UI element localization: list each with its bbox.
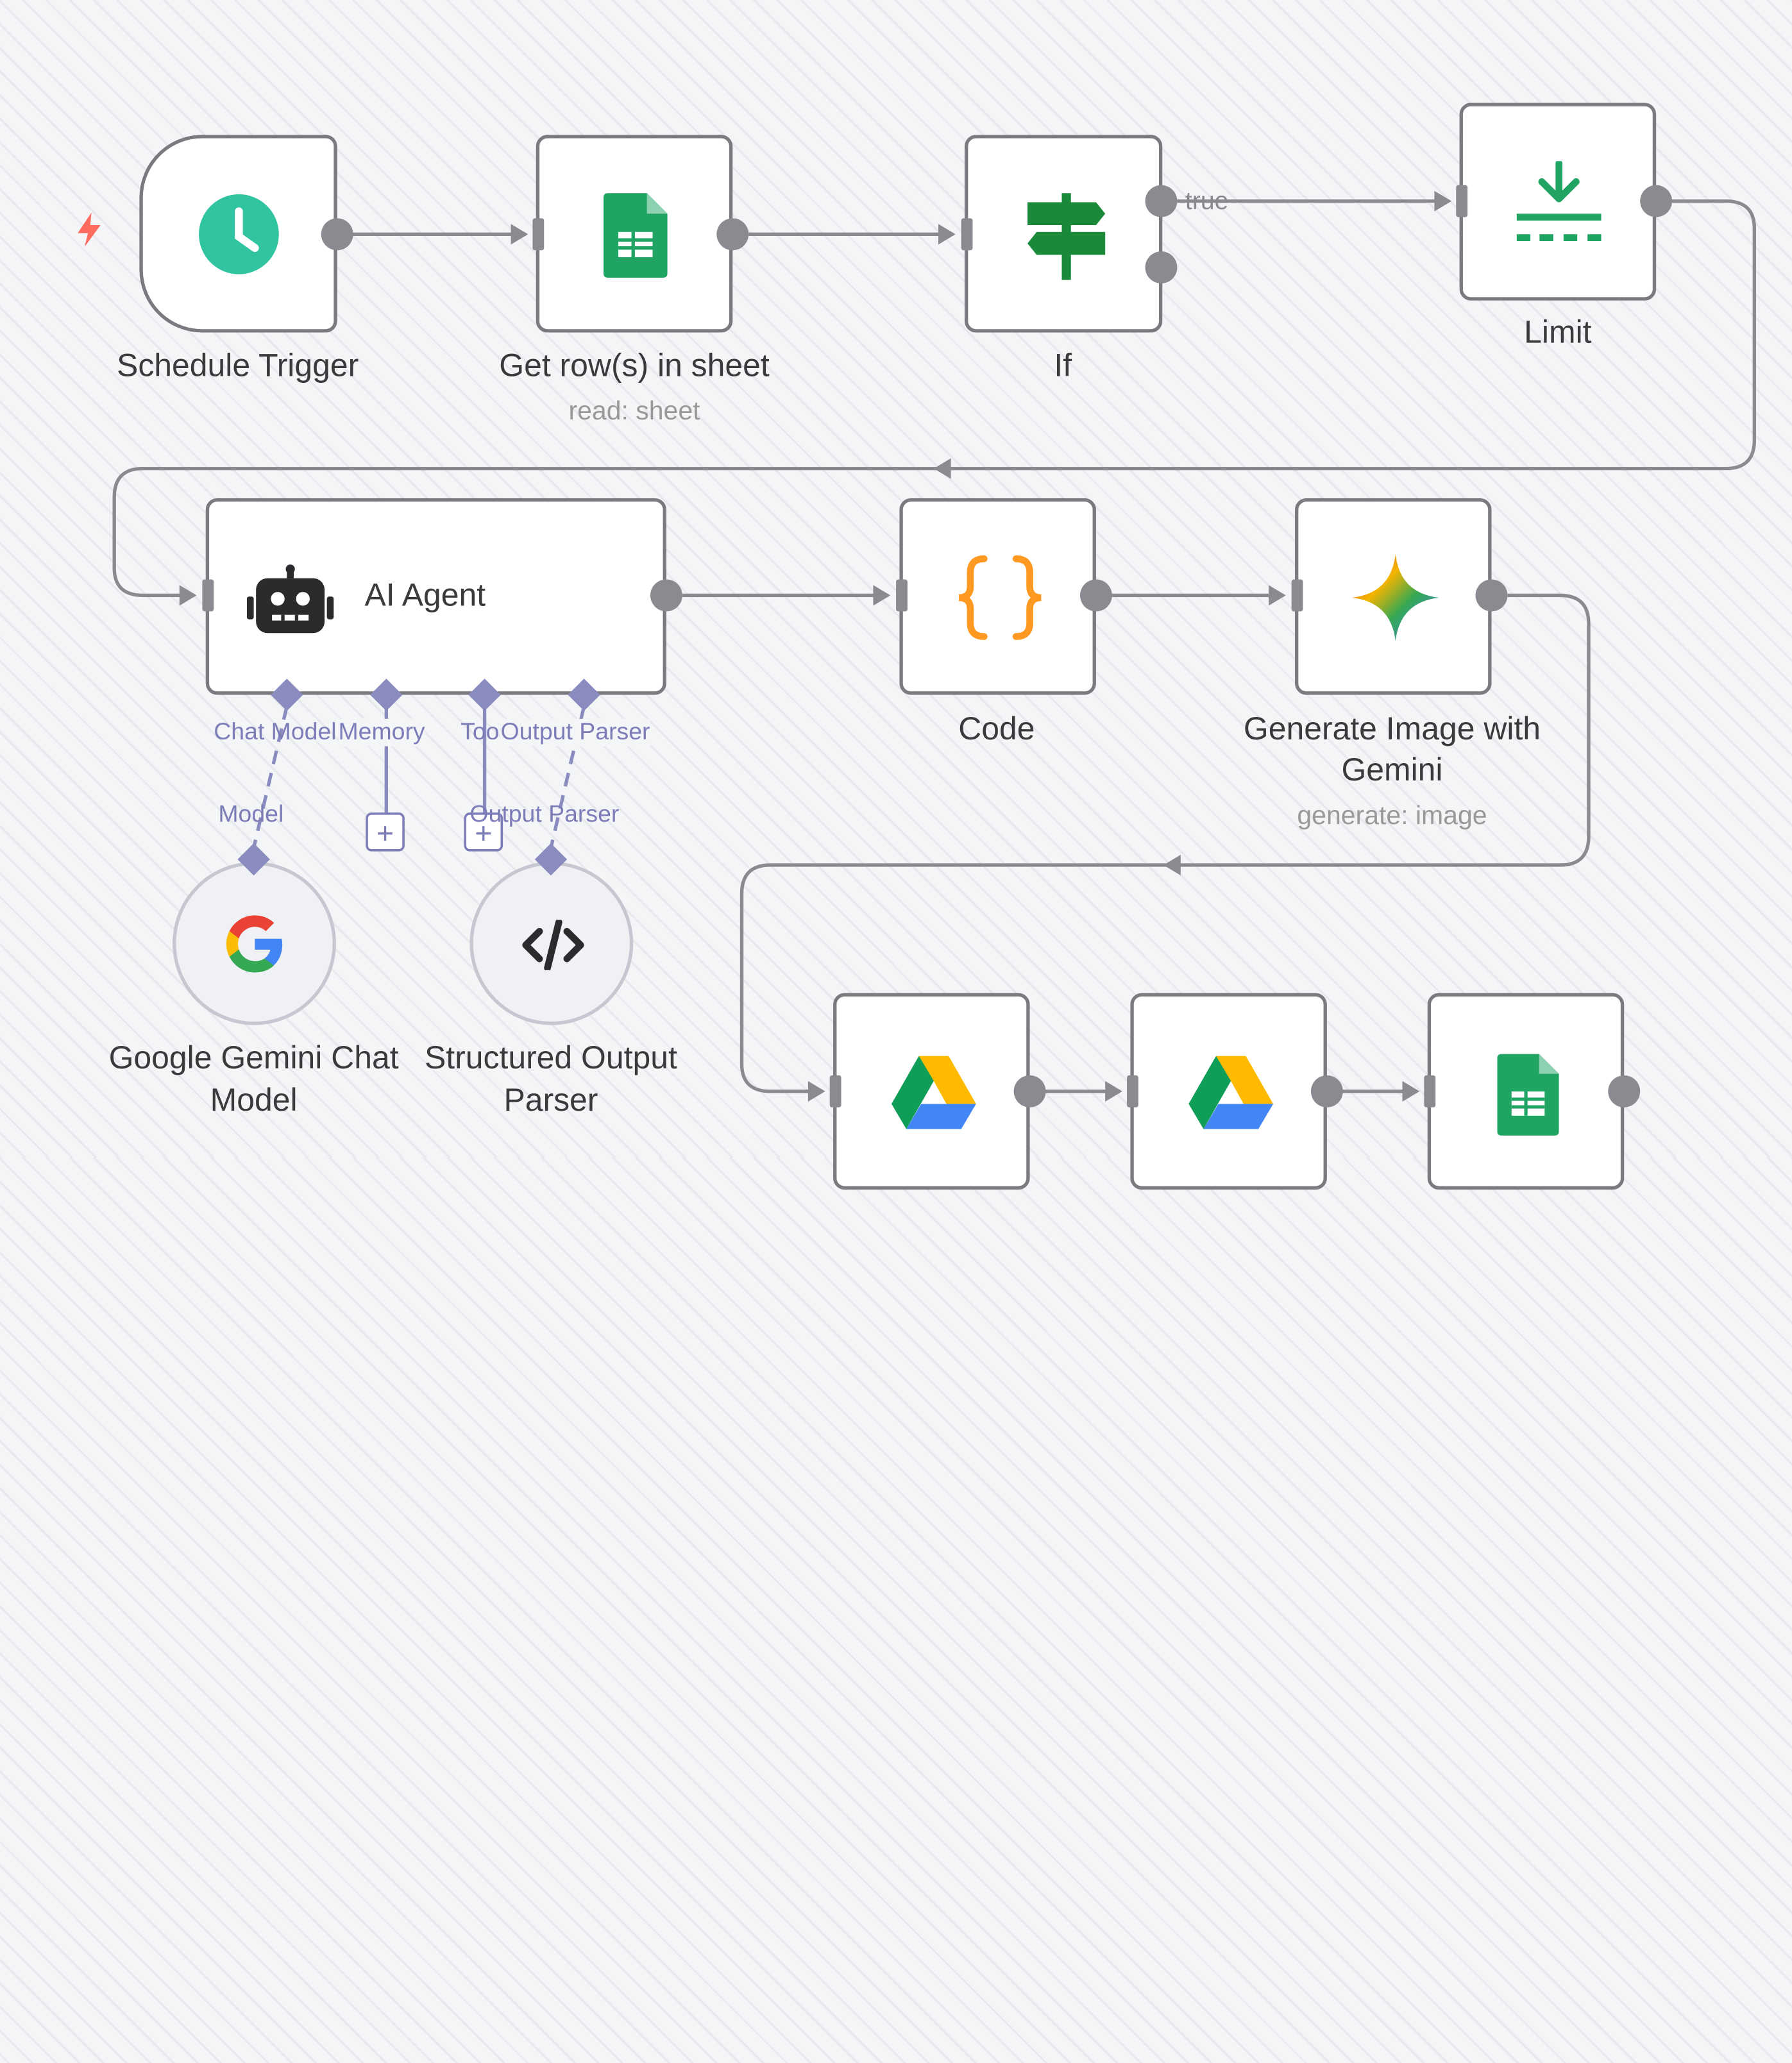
code-tag-icon xyxy=(521,918,586,976)
input-port[interactable] xyxy=(1424,1075,1436,1107)
input-port[interactable] xyxy=(1456,185,1468,217)
google-sheets-icon xyxy=(1497,1054,1559,1141)
connections xyxy=(112,190,1757,1102)
ai-agent-node[interactable]: AI Agent xyxy=(205,498,666,695)
node-label: Get row(s) in sheet xyxy=(499,347,770,383)
input-port[interactable] xyxy=(1291,579,1303,612)
google-sheets-icon xyxy=(603,193,668,283)
model-port-label: Model xyxy=(218,801,284,828)
node-sublabel: read: sheet xyxy=(568,395,700,425)
node-label: Limit xyxy=(1524,314,1592,350)
get-rows-node[interactable] xyxy=(536,135,733,333)
add-memory-button[interactable]: + xyxy=(366,813,405,852)
output-handle[interactable] xyxy=(321,218,353,251)
braces-icon xyxy=(954,552,1046,649)
output-handle[interactable] xyxy=(650,579,682,612)
node-label-line2: Model xyxy=(210,1082,298,1118)
google-drive-icon xyxy=(1188,1056,1274,1138)
node-label-line1: Google Gemini Chat xyxy=(108,1040,399,1075)
google-drive-icon xyxy=(891,1056,976,1138)
robot-icon xyxy=(246,564,334,641)
generate-image-gemini-node[interactable] xyxy=(1295,498,1492,695)
google-sheets-node-2[interactable] xyxy=(1427,993,1625,1190)
node-label-line2: Parser xyxy=(503,1082,598,1118)
structured-output-parser-node[interactable] xyxy=(469,861,634,1025)
clock-icon xyxy=(198,193,280,281)
add-tool-button[interactable]: + xyxy=(464,813,503,852)
tool-port-label: Tool xyxy=(461,718,505,745)
input-port[interactable] xyxy=(202,579,214,612)
google-drive-node-2[interactable] xyxy=(1130,993,1327,1190)
output-handle[interactable] xyxy=(1079,579,1112,612)
signpost-icon xyxy=(1023,193,1110,285)
true-edge-label: true xyxy=(1185,186,1229,215)
input-port[interactable] xyxy=(532,218,545,251)
gemini-sparkle-icon xyxy=(1352,554,1439,646)
node-label: Code xyxy=(958,711,1035,746)
output-handle[interactable] xyxy=(1608,1075,1641,1107)
output-handle[interactable] xyxy=(1475,579,1508,612)
output-handle[interactable] xyxy=(1013,1075,1046,1107)
output-handle-false[interactable] xyxy=(1145,251,1178,283)
input-port[interactable] xyxy=(896,579,908,612)
google-drive-node-1[interactable] xyxy=(833,993,1030,1190)
output-parser-port-label: Output Parser xyxy=(500,718,650,746)
input-port[interactable] xyxy=(1127,1075,1138,1107)
google-gemini-chat-model-node[interactable] xyxy=(173,861,336,1025)
limit-icon xyxy=(1516,160,1602,251)
schedule-trigger-node[interactable] xyxy=(139,135,337,333)
memory-port-label: Memory xyxy=(338,718,425,746)
output-parser-sub-label: Output Parser xyxy=(469,801,620,828)
input-port[interactable] xyxy=(961,218,973,251)
input-port[interactable] xyxy=(829,1075,841,1107)
output-handle[interactable] xyxy=(716,218,749,251)
wire-chatmodel xyxy=(252,705,289,848)
node-sublabel: generate: image xyxy=(1297,800,1487,830)
node-label: Schedule Trigger xyxy=(117,347,359,383)
chat-model-port-label: Chat Model xyxy=(214,718,337,745)
agent-title: AI Agent xyxy=(364,577,486,613)
output-handle[interactable] xyxy=(1640,185,1673,217)
node-label-line1: Generate Image with xyxy=(1243,711,1541,746)
output-handle[interactable] xyxy=(1310,1075,1343,1107)
node-label: If xyxy=(1054,347,1072,383)
lightning-bolt-icon xyxy=(73,210,105,257)
limit-node[interactable] xyxy=(1459,103,1657,301)
if-node[interactable] xyxy=(965,135,1163,333)
node-label-line2: Gemini xyxy=(1341,752,1443,787)
code-node[interactable] xyxy=(899,498,1096,695)
google-g-icon xyxy=(225,914,285,980)
output-handle-true[interactable] xyxy=(1145,185,1178,217)
node-label-line1: Structured Output xyxy=(424,1040,677,1075)
